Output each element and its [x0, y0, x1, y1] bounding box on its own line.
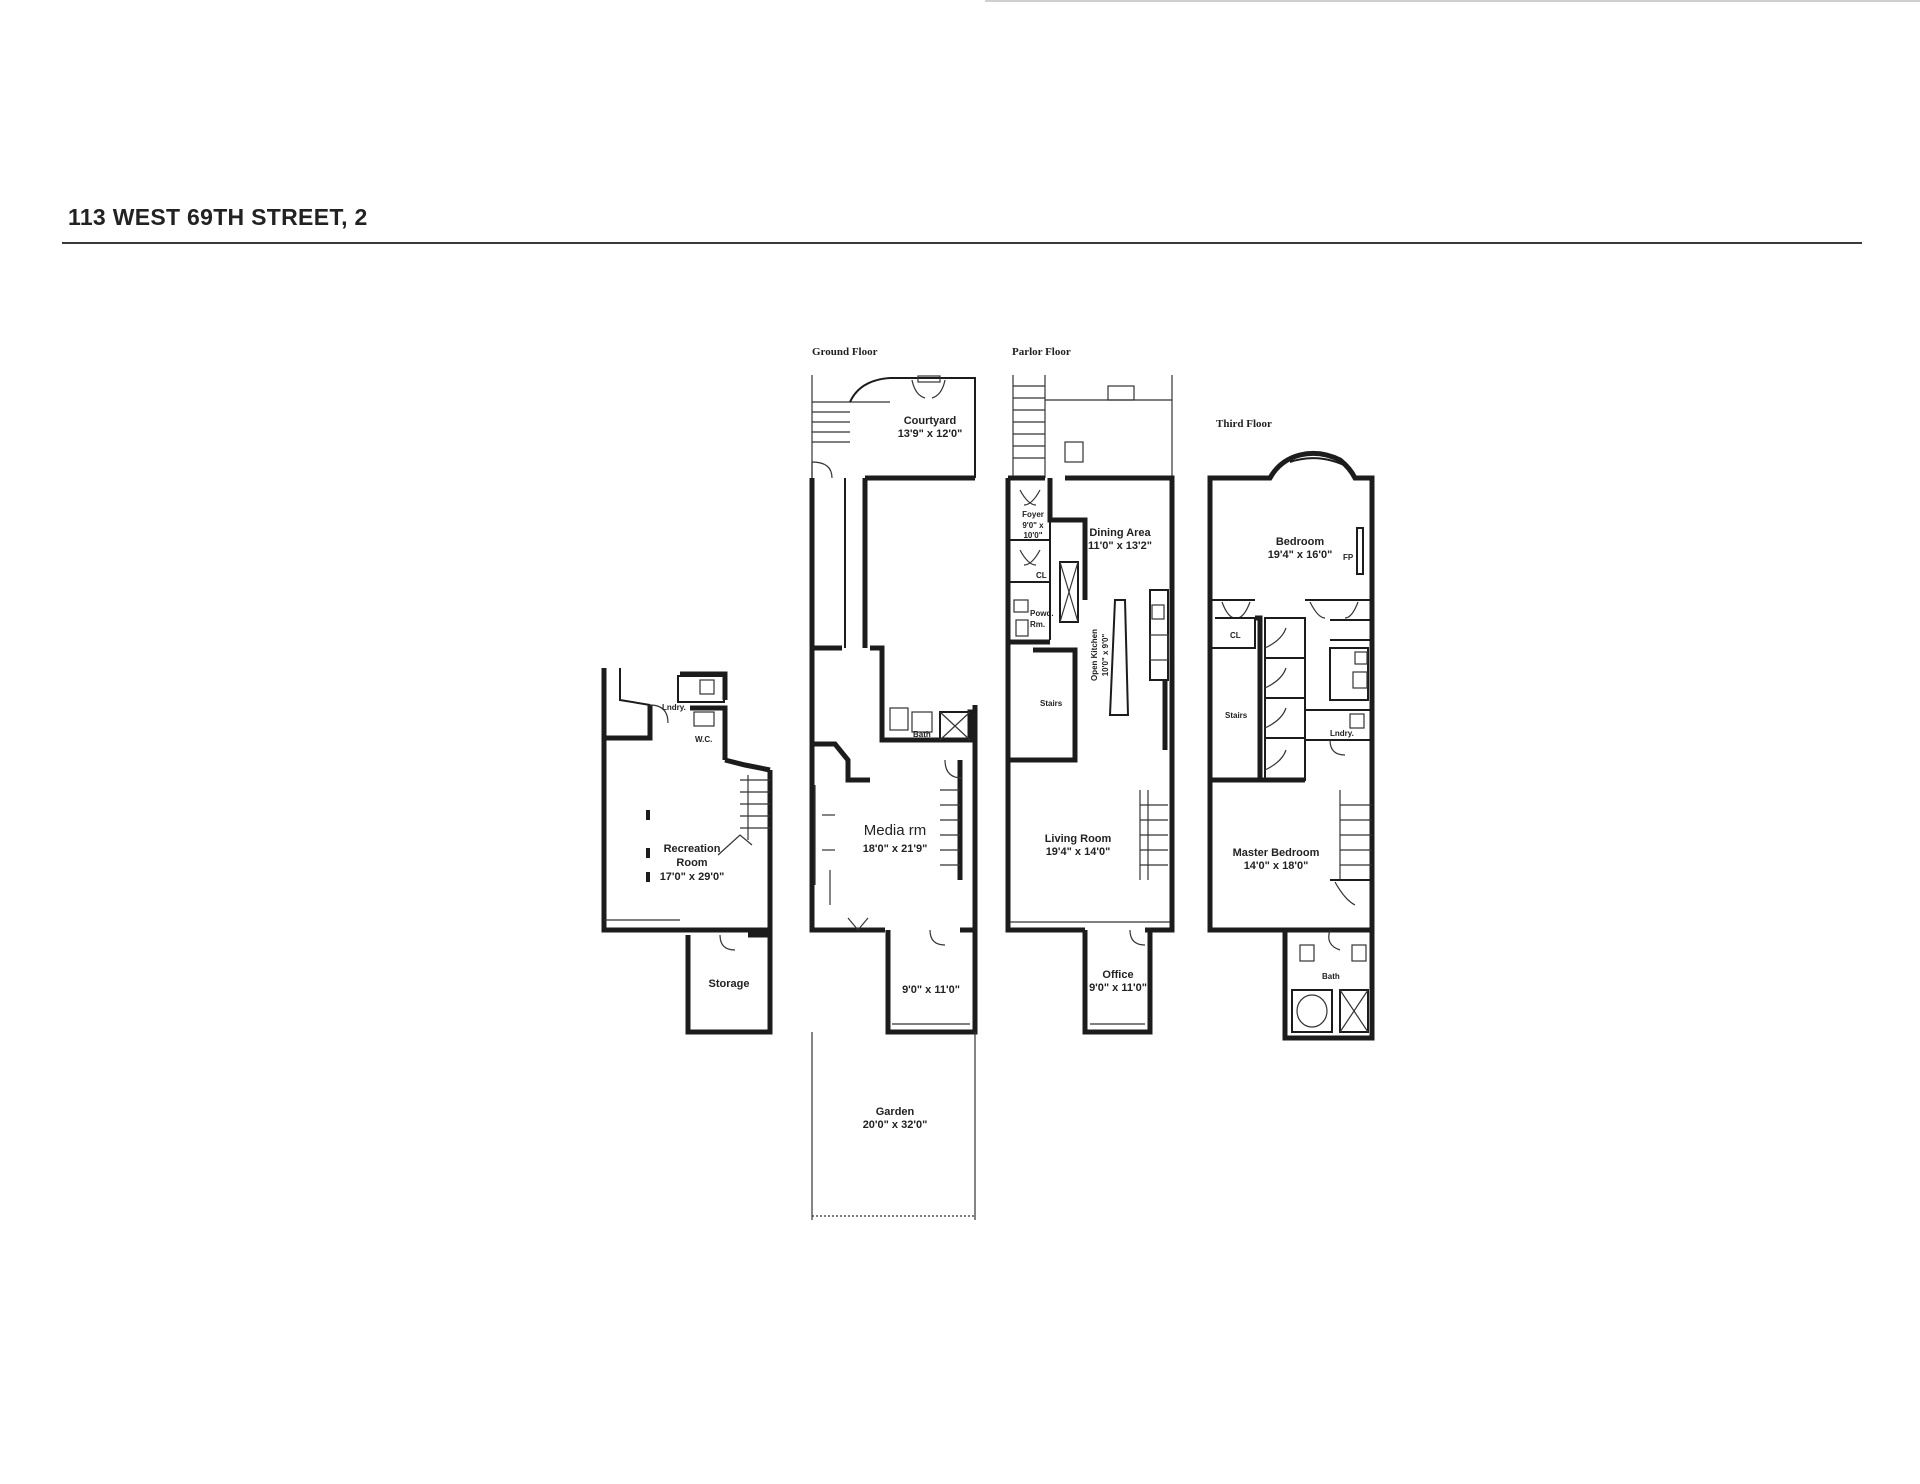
garden-name: Garden	[876, 1106, 915, 1118]
page-header: 113 WEST 69TH STREET, 2	[62, 204, 1862, 244]
ground-bath-label: Bath	[913, 730, 931, 739]
living-room-dimensions: 19'4" x 14'0"	[1046, 846, 1111, 858]
bedroom-name: Bedroom	[1276, 536, 1325, 548]
living-room-name: Living Room	[1045, 833, 1112, 845]
header-divider	[62, 242, 1862, 244]
parlor-floor-plan: Parlor Floor	[1005, 346, 1175, 1035]
third-stairs-label: Stairs	[1225, 711, 1248, 720]
third-floor-plan: Third Floor	[1207, 418, 1375, 1041]
ground-floor-plan: Ground Floor	[809, 346, 978, 1220]
ground-small-room-dimensions: 9'0" x 11'0"	[902, 984, 960, 996]
media-room-name: Media rm	[864, 822, 927, 839]
media-room-dimensions: 18'0" x 21'9"	[863, 843, 928, 855]
master-bedroom-dimensions: 14'0" x 18'0"	[1244, 860, 1309, 872]
cellar-wc-label: W.C.	[695, 735, 712, 744]
cellar-plan: Lndry. W.C. Recreation Room 17'0" x 29'0…	[601, 668, 773, 1035]
office-name: Office	[1102, 969, 1133, 981]
parlor-stairs-label: Stairs	[1040, 699, 1063, 708]
top-edge-rule	[985, 0, 1920, 2]
third-laundry-label: Lndry.	[1330, 729, 1354, 738]
third-bath-label: Bath	[1322, 972, 1340, 981]
courtyard-dimensions: 13'9" x 12'0"	[898, 428, 963, 440]
page-title: 113 WEST 69TH STREET, 2	[68, 204, 368, 230]
parlor-closet-label: CL	[1036, 571, 1047, 580]
fireplace-label: FP	[1343, 553, 1354, 562]
parlor-floor-title: Parlor Floor	[1012, 346, 1071, 358]
dining-area-name: Dining Area	[1089, 527, 1151, 539]
garden-dimensions: 20'0" x 32'0"	[863, 1119, 928, 1131]
recreation-room-dimensions: 17'0" x 29'0"	[660, 871, 725, 883]
ground-floor-title: Ground Floor	[812, 346, 878, 358]
courtyard-name: Courtyard	[904, 415, 957, 427]
open-kitchen-dimensions: 10'0" x 9'0"	[1101, 634, 1110, 677]
recreation-room-name-line2: Room	[676, 857, 707, 869]
foyer-dimensions-line2: 10'0"	[1023, 531, 1042, 540]
third-closet-label: CL	[1230, 631, 1241, 640]
recreation-room-name-line1: Recreation	[664, 843, 721, 855]
storage-label: Storage	[709, 978, 750, 990]
powder-room-name-line1: Powd.	[1030, 609, 1054, 618]
master-bedroom-name: Master Bedroom	[1233, 847, 1320, 859]
foyer-name: Foyer	[1022, 510, 1044, 519]
open-kitchen-name: Open Kitchen	[1090, 629, 1099, 681]
third-floor-title: Third Floor	[1216, 418, 1272, 430]
cellar-laundry-label: Lndry.	[662, 703, 686, 712]
office-dimensions: 9'0" x 11'0"	[1089, 982, 1147, 994]
powder-room-name-line2: Rm.	[1030, 620, 1045, 629]
bedroom-dimensions: 19'4" x 16'0"	[1268, 549, 1333, 561]
foyer-dimensions-line1: 9'0" x	[1022, 521, 1044, 530]
dining-area-dimensions: 11'0" x 13'2"	[1088, 540, 1152, 552]
